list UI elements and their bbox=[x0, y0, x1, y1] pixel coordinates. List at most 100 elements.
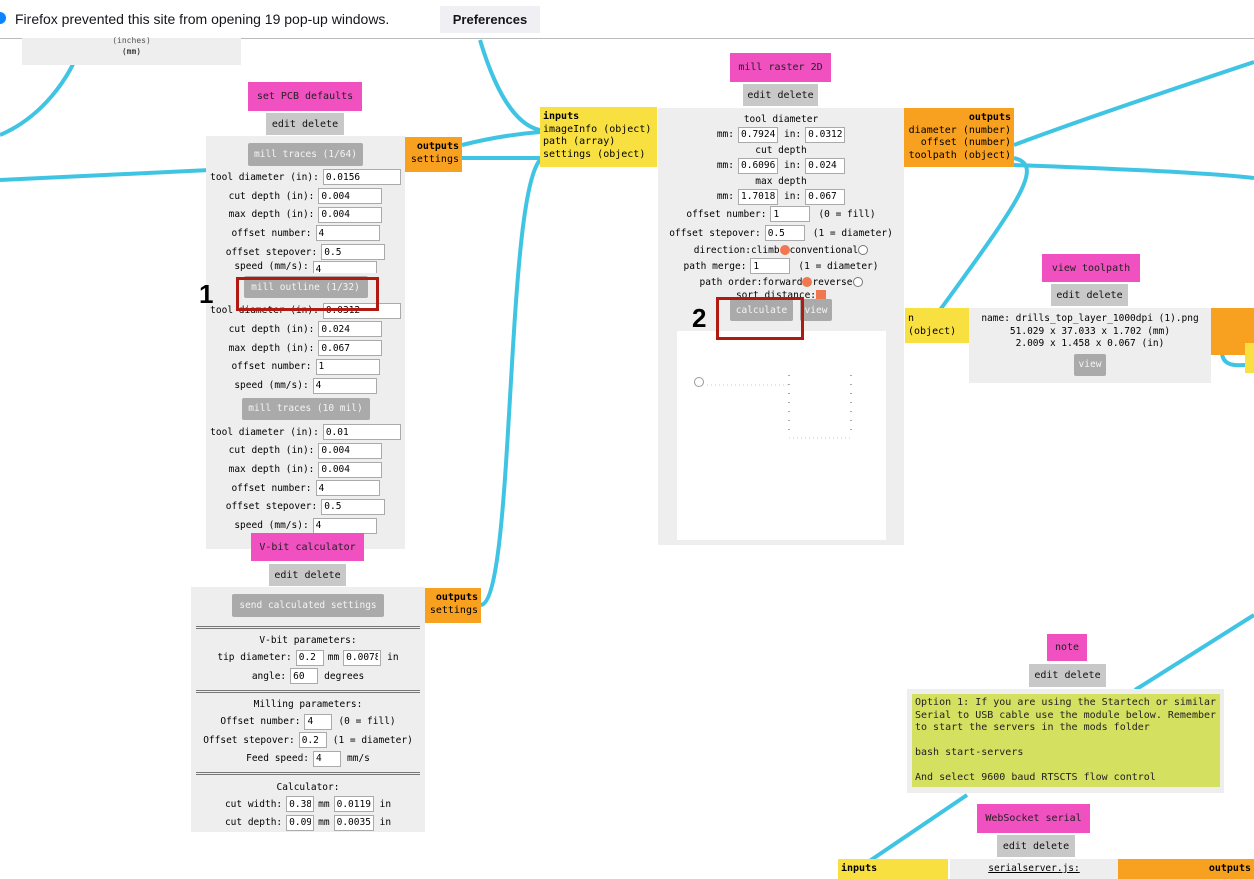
tool-diameter-in-input[interactable] bbox=[805, 126, 846, 143]
note-textarea[interactable]: Option 1: If you are using the Startech … bbox=[912, 694, 1220, 787]
offset-stepover-input[interactable] bbox=[321, 244, 386, 261]
max-depth-in-input[interactable] bbox=[805, 188, 846, 205]
label: tip diameter: bbox=[217, 652, 292, 664]
send-calculated-settings-button[interactable]: send calculated settings bbox=[232, 594, 384, 617]
inputs-label: inputs bbox=[543, 111, 580, 122]
websocket-serial-title[interactable]: WebSocket serial bbox=[977, 804, 1090, 833]
label: direction: bbox=[693, 244, 751, 256]
label: cut depth (in): bbox=[228, 323, 315, 335]
section-heading: max depth bbox=[755, 175, 807, 187]
wire bbox=[461, 130, 541, 147]
tool-diameter-input[interactable] bbox=[322, 169, 401, 186]
label: speed (mm/s): bbox=[234, 380, 309, 392]
output-port-settings[interactable]: settings bbox=[429, 604, 478, 616]
websocket-edit-delete[interactable]: edit delete bbox=[997, 835, 1075, 857]
speed-input[interactable] bbox=[312, 377, 377, 394]
label: tool diameter (in): bbox=[210, 171, 319, 183]
output-port-settings[interactable]: settings bbox=[410, 153, 459, 165]
annotation-1: 1 bbox=[199, 279, 214, 309]
toolpath-preview-canvas bbox=[677, 331, 886, 540]
mill-outline-132-button[interactable]: mill outline (1/32) bbox=[243, 276, 368, 299]
input-port-imageinfo[interactable]: imageInfo (object) bbox=[543, 123, 652, 135]
unit: in bbox=[387, 652, 399, 664]
wire bbox=[0, 168, 211, 182]
offset-number-input[interactable] bbox=[304, 713, 333, 730]
tool-diameter-mm-input[interactable] bbox=[738, 126, 778, 143]
input-port-path[interactable]: path (array) bbox=[543, 136, 616, 147]
cut-depth-mm-input[interactable] bbox=[738, 157, 778, 174]
info-icon bbox=[0, 12, 6, 24]
cut-depth-mm-input[interactable] bbox=[286, 814, 315, 831]
label: in: bbox=[784, 191, 802, 202]
tool-diameter-input[interactable] bbox=[322, 424, 401, 441]
units-module: (inches) (mm) bbox=[22, 36, 241, 65]
outputs-label: outputs bbox=[416, 141, 459, 152]
view-toolpath-title[interactable]: view toolpath bbox=[1042, 254, 1140, 282]
preferences-button[interactable]: Preferences bbox=[440, 6, 540, 33]
section-heading: Milling parameters: bbox=[253, 699, 363, 711]
label: in: bbox=[784, 129, 802, 140]
output-port-diameter[interactable]: diameter (number) bbox=[908, 124, 1011, 136]
section-heading: V-bit parameters: bbox=[259, 635, 357, 647]
view-button[interactable]: view bbox=[800, 299, 832, 322]
label: Offset stepover: bbox=[203, 734, 295, 746]
offset-number-input[interactable] bbox=[315, 358, 380, 375]
angle-input[interactable] bbox=[290, 668, 319, 685]
output-port-toolpath[interactable]: toolpath (object) bbox=[908, 149, 1011, 161]
forward-radio[interactable] bbox=[802, 277, 813, 288]
offset-number-input[interactable] bbox=[315, 225, 380, 242]
offset-stepover-input[interactable] bbox=[764, 225, 805, 242]
pcb-defaults-title[interactable]: set PCB defaults bbox=[248, 82, 362, 111]
tip-diameter-mm-input[interactable] bbox=[295, 649, 324, 666]
max-depth-input[interactable] bbox=[318, 206, 383, 223]
max-depth-input[interactable] bbox=[318, 461, 383, 478]
section-heading: Calculator: bbox=[276, 781, 340, 793]
reverse-radio[interactable] bbox=[852, 277, 863, 288]
offset-stepover-input[interactable] bbox=[298, 732, 327, 749]
note-title[interactable]: note bbox=[1047, 634, 1087, 661]
path-merge-input[interactable] bbox=[750, 258, 791, 275]
wire bbox=[866, 793, 969, 864]
input-port-toolpath[interactable]: n (object) bbox=[908, 313, 957, 337]
cut-depth-input[interactable] bbox=[318, 188, 383, 205]
view-toolpath-button[interactable]: view bbox=[1074, 353, 1106, 376]
calculate-button[interactable]: calculate bbox=[730, 299, 793, 322]
offset-stepover-input[interactable] bbox=[321, 498, 386, 515]
mill-traces-10mil-button[interactable]: mill traces (10 mil) bbox=[241, 397, 370, 420]
mill-raster-title[interactable]: mill raster 2D bbox=[730, 53, 831, 82]
label: max depth (in): bbox=[228, 342, 315, 354]
output-port-offset[interactable]: offset (number) bbox=[920, 137, 1011, 148]
toolpath-preview bbox=[694, 375, 852, 439]
wire bbox=[1013, 60, 1254, 147]
wire bbox=[938, 156, 1029, 312]
input-port-settings[interactable]: settings (object) bbox=[543, 148, 646, 160]
conventional-radio[interactable] bbox=[858, 245, 869, 256]
cut-depth-input[interactable] bbox=[318, 321, 383, 338]
toolpath-edit-delete[interactable]: edit delete bbox=[1051, 284, 1128, 306]
feed-speed-input[interactable] bbox=[313, 750, 342, 767]
vbit-edit-delete[interactable]: edit delete bbox=[269, 564, 346, 586]
cut-depth-in-input[interactable] bbox=[805, 157, 846, 174]
climb-radio[interactable] bbox=[779, 245, 790, 256]
offset-number-input[interactable] bbox=[315, 480, 380, 497]
tip-diameter-in-input[interactable] bbox=[343, 649, 382, 666]
mill-traces-164-button[interactable]: mill traces (1/64) bbox=[248, 143, 363, 166]
pcb-edit-delete[interactable]: edit delete bbox=[266, 113, 344, 135]
max-depth-mm-input[interactable] bbox=[738, 188, 778, 205]
speed-input[interactable] bbox=[312, 261, 377, 274]
units-label: (mm) bbox=[121, 47, 142, 56]
speed-input[interactable] bbox=[312, 517, 377, 534]
cut-width-in-input[interactable] bbox=[333, 796, 374, 813]
cut-depth-input[interactable] bbox=[318, 442, 383, 459]
divider bbox=[196, 625, 420, 629]
cut-width-mm-input[interactable] bbox=[286, 796, 315, 813]
raster-edit-delete[interactable]: edit delete bbox=[743, 84, 818, 106]
max-depth-input[interactable] bbox=[318, 340, 383, 357]
sort-distance-checkbox[interactable] bbox=[816, 290, 827, 300]
offset-number-input[interactable] bbox=[770, 206, 811, 223]
label: max depth (in): bbox=[228, 209, 315, 221]
note-edit-delete[interactable]: edit delete bbox=[1029, 664, 1106, 687]
cut-depth-in-input[interactable] bbox=[333, 814, 374, 831]
vbit-title[interactable]: V-bit calculator bbox=[251, 533, 364, 561]
